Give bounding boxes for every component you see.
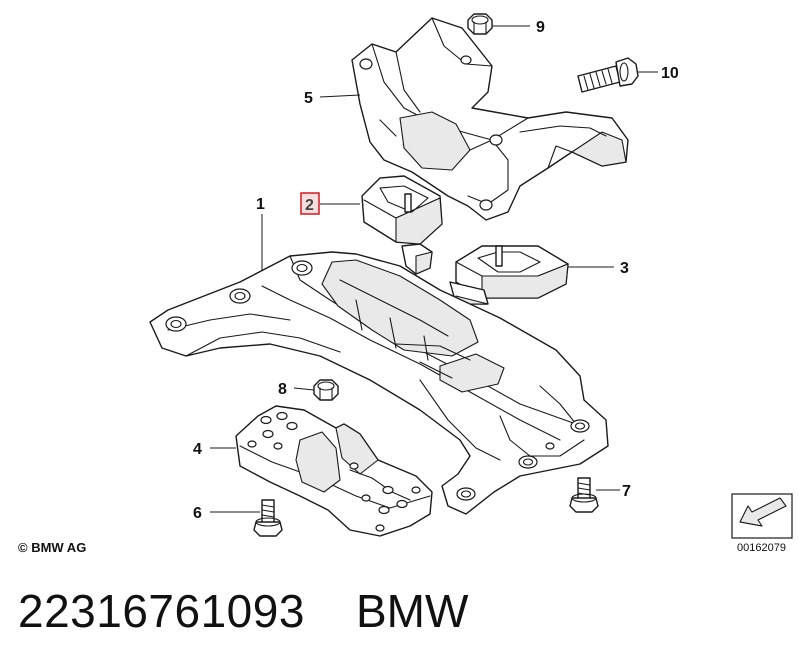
callout-2-highlight-box [300, 192, 320, 215]
arrow-icon [739, 497, 787, 527]
callout-6[interactable]: 6 [193, 505, 202, 522]
part-number: 22316761093 [18, 585, 305, 637]
part-5-transmission-bracket[interactable] [351, 17, 629, 221]
part-3-mount[interactable] [449, 245, 569, 305]
brand-name: BMW [356, 585, 469, 637]
callout-2[interactable]: 2 [305, 197, 314, 214]
part-1-crossmember[interactable] [149, 251, 609, 515]
part-6-bolt[interactable] [253, 499, 283, 537]
callout-4[interactable]: 4 [193, 441, 202, 458]
callout-9[interactable]: 9 [536, 19, 545, 36]
callout-3[interactable]: 3 [620, 260, 629, 277]
callout-1[interactable]: 1 [256, 196, 265, 213]
part-2-rubber-mount[interactable] [361, 175, 443, 275]
copyright-text: © BMW AG [18, 540, 87, 555]
part-9-nut[interactable] [467, 13, 493, 35]
callout-7[interactable]: 7 [622, 483, 631, 500]
direction-indicator [731, 493, 793, 539]
callout-8[interactable]: 8 [278, 381, 287, 398]
part-7-bolt[interactable] [569, 477, 599, 513]
callout-5[interactable]: 5 [304, 90, 313, 107]
part-8-nut[interactable] [313, 379, 339, 401]
callout-labels: 1 2 3 4 5 6 7 8 9 10 [193, 19, 679, 522]
leader-lines [210, 25, 658, 513]
callout-10[interactable]: 10 [661, 65, 679, 82]
part-4-bracket[interactable] [235, 405, 433, 537]
diagram-reference-number: 00162079 [737, 542, 786, 554]
part-10-bolt[interactable] [577, 57, 639, 93]
